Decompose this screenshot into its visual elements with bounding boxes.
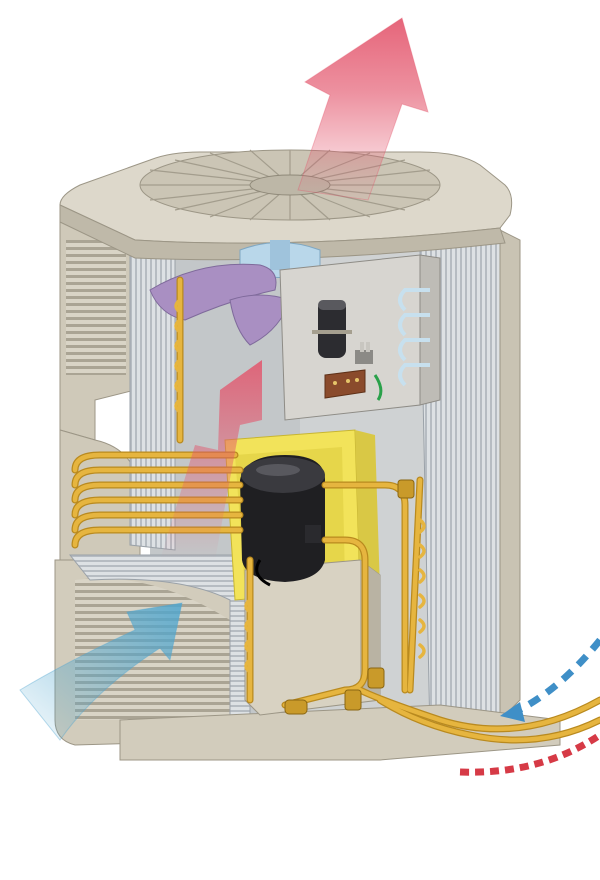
compressor xyxy=(240,455,325,587)
refrigerant-flow-out-indicator xyxy=(459,732,600,776)
service-valves xyxy=(284,479,415,715)
coil-header-tubes xyxy=(398,288,430,387)
hot-air-exhaust-arrow xyxy=(297,17,429,201)
cool-air-intake-arrow xyxy=(19,602,183,741)
contactor xyxy=(355,342,373,364)
fan-grille xyxy=(139,149,441,221)
internal-airflow-arrow xyxy=(160,360,262,560)
cabinet-base xyxy=(119,704,561,761)
control-circuit-board xyxy=(324,369,383,401)
cabinet-left-panel xyxy=(59,204,141,561)
refrigerant-flow-in-indicator xyxy=(500,637,600,722)
refrigerant-tubing xyxy=(71,276,600,744)
control-box xyxy=(279,254,441,421)
run-capacitor xyxy=(312,300,352,358)
